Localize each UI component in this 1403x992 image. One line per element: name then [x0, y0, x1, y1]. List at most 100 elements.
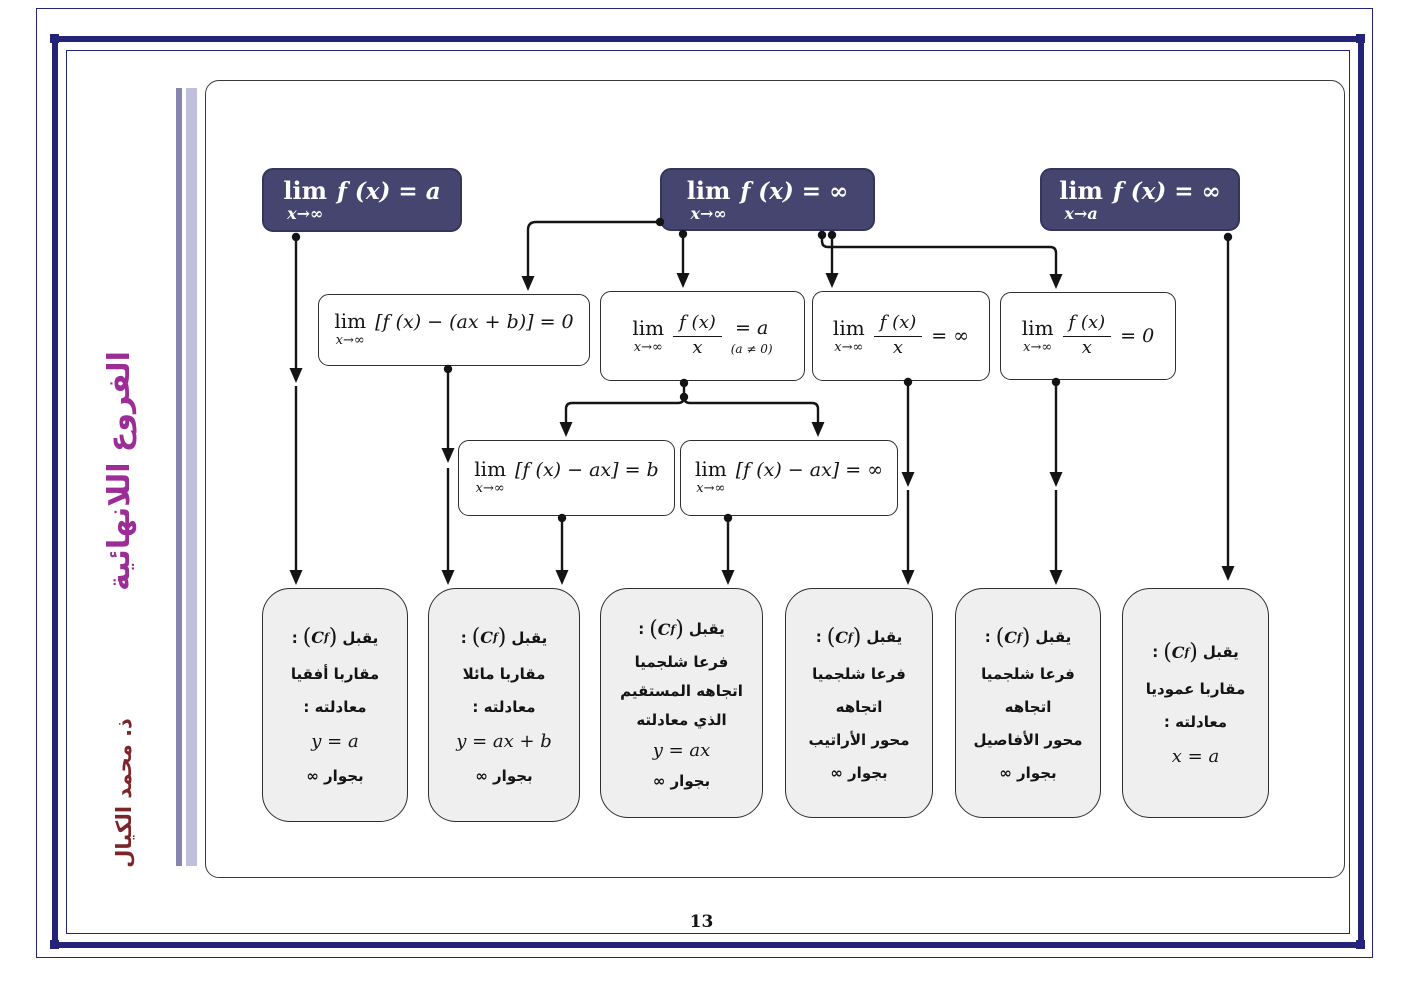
lim-operator: lim x→∞ — [632, 318, 664, 354]
result-text: اتجاهه المستقيم — [620, 681, 743, 700]
colon: : — [291, 628, 298, 647]
result-text: بجوار ∞ — [999, 763, 1057, 782]
fraction-denominator: x — [892, 337, 904, 358]
node-diff-ax-equals-b: lim x→∞ [f (x) − ax] = b — [458, 440, 675, 516]
result-text: معادلته : — [1163, 712, 1228, 731]
fraction-numerator: f (x) — [1062, 313, 1112, 337]
corner-ornament — [1356, 940, 1365, 949]
node-ratio-equals-inf: lim x→∞ f (x) x = ∞ — [812, 291, 990, 381]
lim-expression: [f (x) − ax] = ∞ — [735, 459, 884, 481]
author-name: ذ. محمد الكيال — [112, 718, 136, 868]
accepts-label: يقبل — [1035, 628, 1072, 646]
lim-operator: lim x→∞ — [474, 459, 506, 495]
page-border-inner — [66, 50, 1350, 934]
equation: y = a — [311, 731, 359, 752]
lim-label: lim — [1021, 316, 1054, 340]
rhs-value: = ∞ — [931, 325, 970, 347]
corner-ornament — [1356, 34, 1365, 43]
node-lim-x-a-equals-inf: lim x→a f (x) = ∞ — [1040, 168, 1240, 231]
equation: y = ax — [652, 739, 711, 761]
fraction: f (x) x — [673, 313, 722, 358]
lim-subscript: x→a — [1064, 204, 1098, 223]
node-lim-x-inf-equals-inf: lim x→∞ f (x) = ∞ — [660, 168, 875, 231]
colon: : — [460, 628, 467, 647]
node-diff-ax-equals-inf: lim x→∞ [f (x) − ax] = ∞ — [680, 440, 898, 516]
result-text: بجوار ∞ — [306, 767, 364, 785]
accent-bar-light — [186, 88, 197, 866]
result-text: محور الأراتيب — [808, 730, 910, 749]
fraction-denominator: x — [692, 337, 703, 358]
corner-ornament — [50, 940, 59, 949]
lim-label: lim — [632, 316, 665, 340]
result-text: اتجاهه — [835, 697, 883, 716]
equation: x = a — [1171, 745, 1220, 767]
colon: : — [1152, 643, 1159, 661]
lim-expression: f (x) = ∞ — [1112, 178, 1221, 205]
lim-operator: lim x→∞ — [283, 179, 327, 222]
lim-operator: lim x→a — [1059, 179, 1103, 222]
lim-subscript: x→∞ — [696, 481, 726, 496]
page-border-outer — [36, 8, 1373, 958]
accepts-label: يقبل — [511, 628, 548, 647]
rhs-value: = a — [735, 316, 769, 339]
page-number: 13 — [689, 912, 714, 932]
lim-operator: lim x→∞ — [833, 318, 865, 354]
result-text: محور الأفاصيل — [973, 730, 1083, 749]
lim-subscript: x→∞ — [633, 340, 663, 355]
accent-bar-dark — [176, 88, 182, 866]
lim-label: lim — [686, 176, 731, 205]
equation: y = ax + b — [456, 731, 552, 752]
result-text: فرعا شلجميا — [634, 652, 729, 671]
result-text: بجوار ∞ — [475, 767, 533, 785]
page-border-thick — [52, 36, 1364, 948]
result-text: الذي معادلته — [636, 710, 727, 729]
lim-label: lim — [694, 457, 727, 481]
lim-subscript: x→∞ — [834, 340, 864, 355]
result-text: مقاربا أفقيا — [290, 665, 380, 683]
lim-expression: f (x) = ∞ — [740, 178, 849, 205]
condition-note: (a ≠ 0) — [730, 341, 773, 356]
lim-operator: lim x→∞ — [334, 311, 366, 347]
fraction-numerator: f (x) — [873, 313, 923, 337]
equals-value: = a (a ≠ 0) — [731, 317, 773, 356]
lim-label: lim — [474, 457, 507, 481]
lim-expression: [f (x) − ax] = b — [515, 459, 659, 481]
result-text: بجوار ∞ — [830, 763, 888, 782]
lim-subscript: x→∞ — [287, 204, 324, 223]
lim-label: lim — [334, 309, 367, 333]
accepts-label: يقبل — [688, 620, 725, 638]
node-ratio-equals-a: lim x→∞ f (x) x = a (a ≠ 0) — [600, 291, 805, 381]
lim-operator: lim x→∞ — [695, 459, 727, 495]
lim-subscript: x→∞ — [475, 481, 505, 496]
colon: : — [984, 628, 991, 646]
lim-operator: lim x→∞ — [687, 179, 731, 222]
result-text: مقاربا عموديا — [1145, 679, 1246, 698]
lim-expression: f (x) = a — [337, 178, 441, 205]
lim-label: lim — [283, 176, 328, 205]
corner-ornament — [50, 34, 59, 43]
node-lim-x-inf-equals-a: lim x→∞ f (x) = a — [262, 168, 462, 232]
lim-label: lim — [1059, 176, 1103, 205]
fraction-denominator: x — [1081, 337, 1092, 358]
side-title: الفروع اللانهائية — [102, 351, 137, 591]
fraction-numerator: f (x) — [673, 313, 722, 337]
result-text: فرعا شلجميا — [812, 664, 906, 683]
node-diff-line-zero: lim x→∞ [f (x) − (ax + b)] = 0 — [318, 294, 590, 366]
result-text: مقاربا مائلا — [462, 665, 546, 683]
rhs-value: = 0 — [1120, 325, 1155, 347]
lim-subscript: x→∞ — [1023, 340, 1053, 355]
lim-subscript: x→∞ — [335, 333, 365, 348]
result-text: بجوار ∞ — [652, 771, 711, 790]
